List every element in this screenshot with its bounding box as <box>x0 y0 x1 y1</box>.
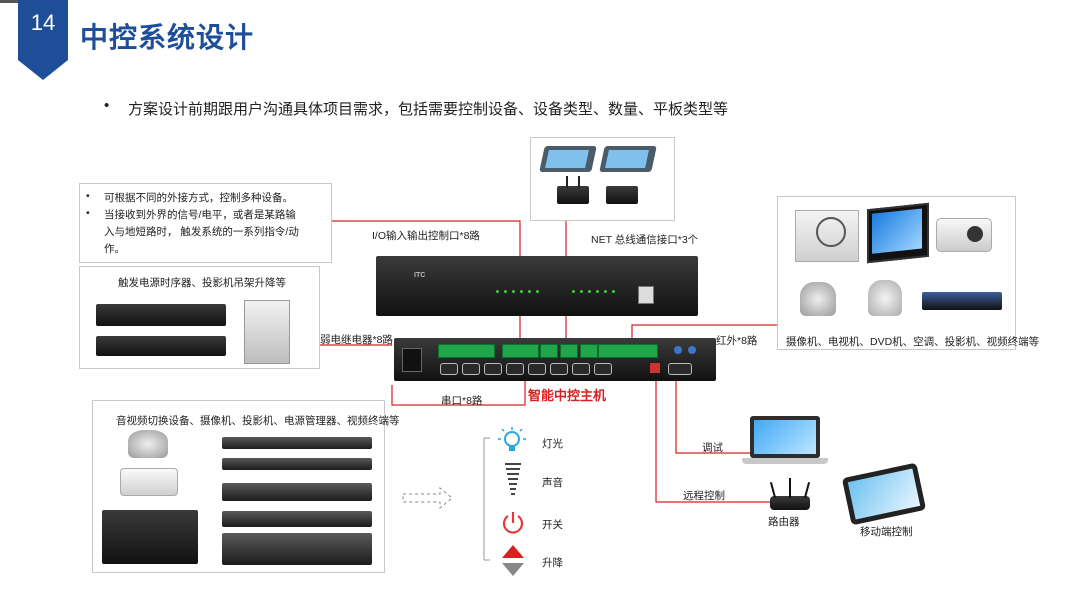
projector-lift <box>244 300 290 364</box>
air-conditioner <box>795 210 859 262</box>
ir-label: 红外*8路 <box>716 333 757 348</box>
host-label: 智能中控主机 <box>528 385 606 404</box>
remote-label: 远程控制 <box>683 488 725 503</box>
av-device-2 <box>222 458 372 470</box>
ptz-camera <box>800 282 836 316</box>
serial-projector <box>120 468 178 496</box>
av-device-4 <box>222 511 372 527</box>
control-label-2: 声音 <box>542 475 563 490</box>
mobile-label: 移动端控制 <box>860 524 913 539</box>
relay-devices-label: 触发电源时序器、投影机吊架升降等 <box>118 275 286 290</box>
television <box>867 203 929 264</box>
wireless-gateway <box>557 186 589 204</box>
notes-line-2b: 入与地短路时， 触发系统的一系列指令/动 <box>104 224 299 239</box>
serial-devices-label: 音视频切换设备、摄像机、投影机、电源管理器、视频终端等 <box>116 413 400 428</box>
dvd-player <box>922 292 1002 310</box>
up-down-icon <box>501 544 525 578</box>
control-host-back-panel <box>394 338 716 381</box>
control-label-3: 开关 <box>542 517 563 532</box>
laptop-base <box>742 458 828 464</box>
notes-bullet-1: • <box>86 190 90 202</box>
router-antenna-2 <box>789 478 791 498</box>
power-sequencer <box>96 304 226 326</box>
av-device-5 <box>222 533 372 565</box>
bulb-icon <box>497 426 527 456</box>
notes-line-2c: 作。 <box>104 241 125 256</box>
camera <box>128 430 168 458</box>
laptop <box>750 416 820 458</box>
antenna-2 <box>578 176 580 188</box>
conference-camera <box>868 280 902 316</box>
io-label: I/O输入输出控制口*8路 <box>372 228 480 243</box>
net-module <box>606 186 638 204</box>
control-label-1: 灯光 <box>542 436 563 451</box>
serial-label: 串口*8路 <box>441 393 482 408</box>
notes-bullet-2: • <box>86 207 90 219</box>
touch-panel-1 <box>539 146 597 172</box>
power-manager <box>96 336 226 356</box>
antenna-1 <box>566 176 568 188</box>
control-host-rack: ITC <box>376 256 698 316</box>
notes-line-1: 可根据不同的外接方式，控制多种设备。 <box>104 190 293 205</box>
net-label: NET 总线通信接口*3个 <box>591 232 698 247</box>
relay-label: 弱电继电器*8路 <box>320 332 393 347</box>
debug-label: 调试 <box>702 440 723 455</box>
router-label: 路由器 <box>768 514 800 529</box>
matrix-switcher <box>102 510 198 564</box>
volume-icon <box>503 462 523 496</box>
router <box>770 496 810 510</box>
av-device-1 <box>222 437 372 449</box>
av-device-3 <box>222 483 372 501</box>
projector <box>936 218 992 252</box>
ir-devices-label: 摄像机、电视机、DVD机、空调、投影机、视频终端等 <box>786 334 1039 349</box>
power-icon <box>500 510 526 536</box>
notes-line-2a: 当接收到外界的信号/电平，或者是某路输 <box>104 207 296 222</box>
touch-panel-2 <box>599 146 657 172</box>
control-label-4: 升降 <box>542 555 563 570</box>
